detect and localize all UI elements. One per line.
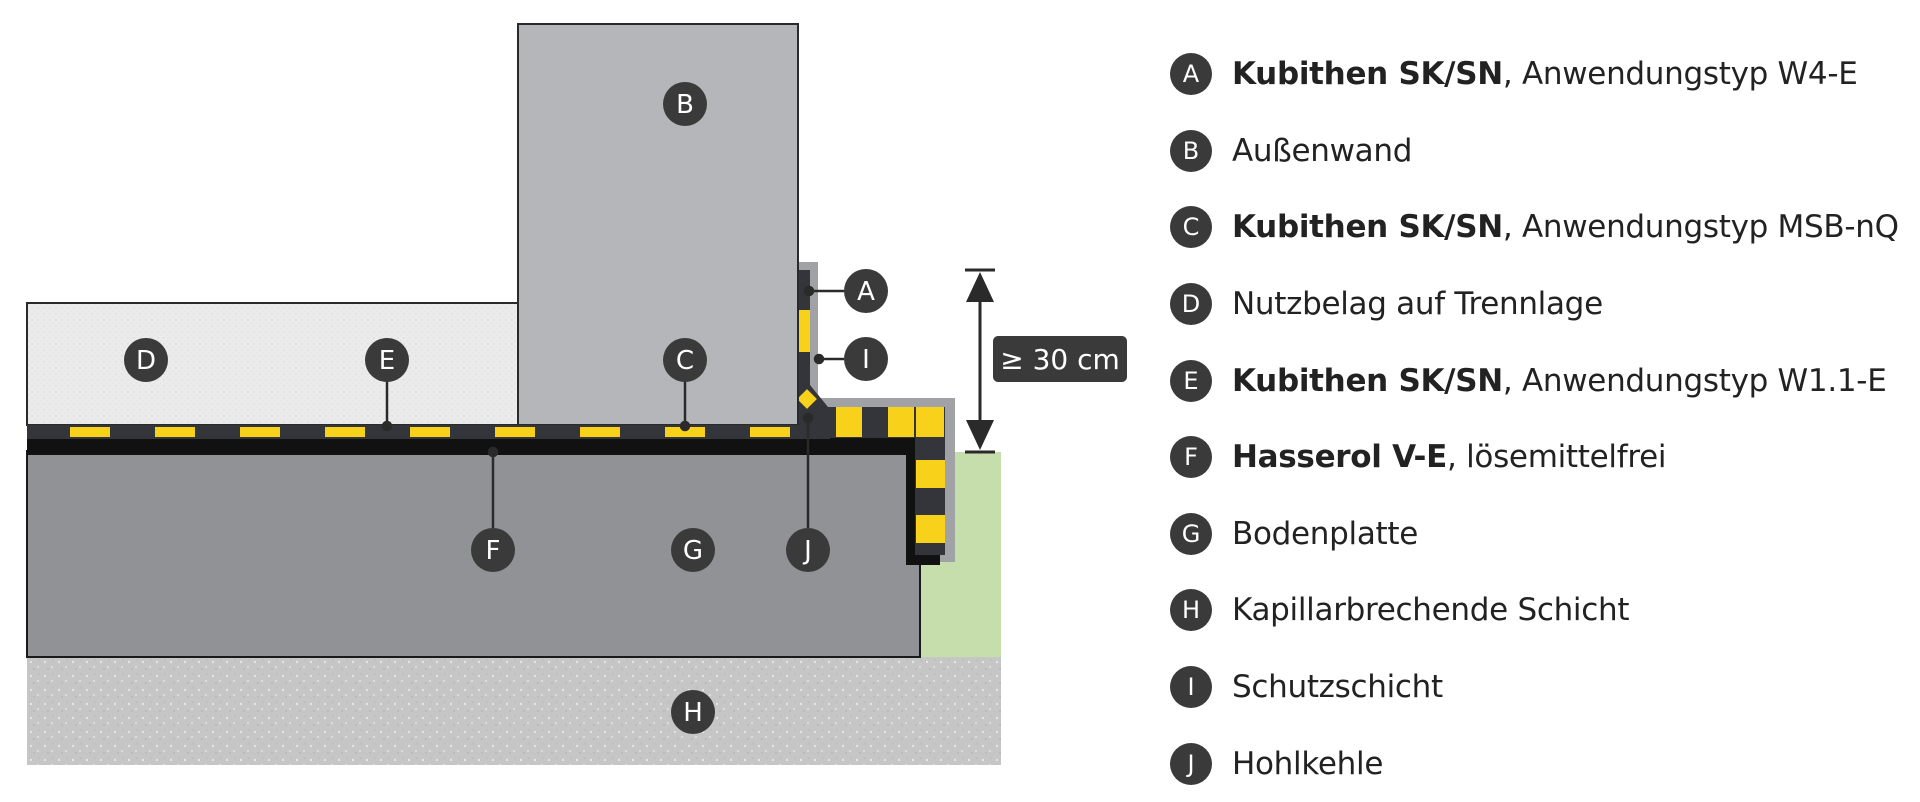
upstand-membrane <box>798 270 945 555</box>
legend-description: , lösemittelfrei <box>1446 439 1667 476</box>
legend-description: , Anwendungstyp W1.1-E <box>1502 362 1887 399</box>
legend-text: Kubithen SK/SN, Anwendungstyp W4-E <box>1232 56 1858 92</box>
legend-item-d: D Nutzbelag auf Trennlage <box>1170 266 1910 343</box>
marker-d: D <box>124 338 168 382</box>
marker-f: F <box>471 528 515 572</box>
legend-badge: C <box>1170 206 1212 249</box>
legend-item-a: A Kubithen SK/SN, Anwendungstyp W4-E <box>1170 36 1910 113</box>
legend-text: Hohlkehle <box>1232 746 1383 782</box>
external-wall <box>517 23 799 426</box>
legend-text: Bodenplatte <box>1232 516 1418 552</box>
legend-description: Außenwand <box>1232 132 1413 169</box>
legend-badge: D <box>1170 283 1212 326</box>
membrane-dash <box>325 427 365 437</box>
legend-item-f: F Hasserol V-E, lösemittelfrei <box>1170 419 1910 496</box>
capillary-layer <box>27 657 1001 765</box>
membrane-dash <box>750 427 790 437</box>
legend-product-name: Hasserol V-E <box>1232 439 1447 476</box>
marker-j: J <box>786 528 830 572</box>
legend-badge: F <box>1170 436 1212 479</box>
legend-badge: B <box>1170 129 1212 172</box>
membrane-dash <box>665 427 705 437</box>
leader-lines <box>381 285 844 528</box>
legend-item-h: H Kapillarbrechende Schicht <box>1170 572 1910 649</box>
dimension-label: ≥ 30 cm <box>1000 343 1120 376</box>
svg-text:C: C <box>676 346 694 376</box>
svg-text:D: D <box>136 346 156 376</box>
legend-badge: I <box>1170 666 1212 709</box>
primer-layer <box>27 438 940 565</box>
membrane-dash <box>495 427 535 437</box>
legend-badge: A <box>1170 53 1212 96</box>
legend-badge: H <box>1170 589 1212 632</box>
marker-e: E <box>365 338 409 382</box>
legend-text: Kubithen SK/SN, Anwendungstyp MSB-nQ <box>1232 209 1899 245</box>
svg-text:J: J <box>802 536 812 566</box>
legend-description: Nutzbelag auf Trennlage <box>1232 286 1603 323</box>
membrane-dash <box>155 427 195 437</box>
legend-item-g: G Bodenplatte <box>1170 496 1910 573</box>
legend-product-name: Kubithen SK/SN <box>1232 56 1503 93</box>
legend-description: Kapillarbrechende Schicht <box>1232 592 1630 629</box>
marker-b: B <box>663 82 707 126</box>
floor-topping <box>26 302 519 426</box>
legend-item-j: J Hohlkehle <box>1170 725 1910 802</box>
legend-product-name: Kubithen SK/SN <box>1232 209 1503 246</box>
legend-badge: E <box>1170 359 1212 402</box>
legend-text: Kapillarbrechende Schicht <box>1232 592 1630 629</box>
marker-g: G <box>671 528 715 572</box>
marker-i: I <box>844 337 888 381</box>
legend-item-i: I Schutzschicht <box>1170 649 1910 726</box>
legend-description: , Anwendungstyp MSB-nQ <box>1502 209 1899 246</box>
svg-text:A: A <box>857 277 875 307</box>
height-dimension <box>965 268 995 454</box>
legend-description: Bodenplatte <box>1232 515 1418 552</box>
legend-badge: J <box>1170 742 1212 785</box>
membrane-dash <box>70 427 110 437</box>
legend-text: Kubithen SK/SN, Anwendungstyp W1.1-E <box>1232 363 1887 399</box>
legend-description: Schutzschicht <box>1232 669 1443 706</box>
legend-description: Hohlkehle <box>1232 745 1384 782</box>
membrane-dash <box>580 427 620 437</box>
legend-item-e: E Kubithen SK/SN, Anwendungstyp W1.1-E <box>1170 342 1910 419</box>
horizontal-membrane-dashes <box>70 427 790 437</box>
legend-text: Schutzschicht <box>1232 669 1443 705</box>
marker-a: A <box>844 269 888 313</box>
legend-description: , Anwendungstyp W4-E <box>1502 56 1858 93</box>
legend-text: Hasserol V-E, lösemittelfrei <box>1232 439 1666 475</box>
svg-text:B: B <box>676 90 694 120</box>
legend-text: Nutzbelag auf Trennlage <box>1232 286 1603 322</box>
marker-c: C <box>663 338 707 382</box>
svg-text:E: E <box>379 346 395 376</box>
legend-item-b: B Außenwand <box>1170 113 1910 190</box>
membrane-dash <box>410 427 450 437</box>
dimension-label-box <box>993 336 1127 382</box>
legend-item-c: C Kubithen SK/SN, Anwendungstyp MSB-nQ <box>1170 189 1910 266</box>
legend-badge: G <box>1170 512 1212 555</box>
svg-text:F: F <box>486 536 501 566</box>
legend-product-name: Kubithen SK/SN <box>1232 362 1503 399</box>
svg-text:H: H <box>683 698 703 728</box>
membrane-dash <box>240 427 280 437</box>
svg-text:I: I <box>862 345 870 375</box>
legend-text: Außenwand <box>1232 133 1412 169</box>
upstand-membrane-dashes <box>797 310 945 543</box>
marker-h: H <box>671 690 715 734</box>
svg-text:G: G <box>683 536 703 566</box>
